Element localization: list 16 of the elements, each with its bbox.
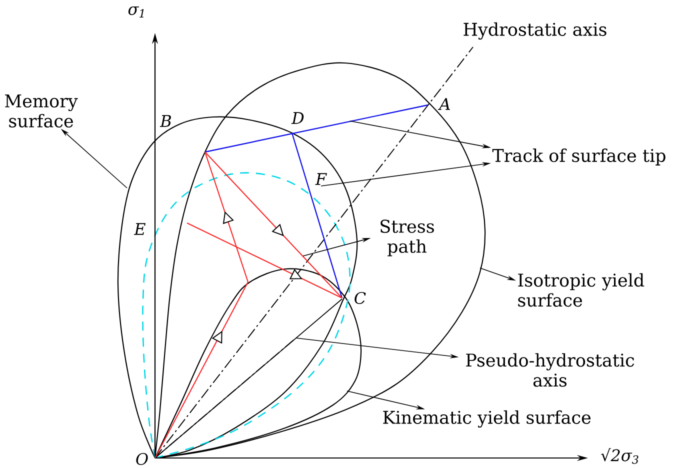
axis-label: Hydrostatic axis [464, 22, 606, 40]
callout-text: Stress path [380, 220, 434, 256]
point-label: D [291, 112, 304, 124]
point-label: F [315, 173, 327, 185]
point-label: C [354, 292, 366, 304]
point-label: E [134, 223, 146, 235]
point-label: O [136, 452, 148, 466]
callout-text: Pseudo-hydrostatic axis [466, 353, 634, 387]
callout-text: Track of surface tip [492, 148, 666, 166]
callout-text: Isotropic yield surface [518, 273, 644, 307]
point-label: B [160, 115, 171, 127]
axis-label: σ$_{1}$ [128, 6, 144, 18]
axis-label: √2σ$_{3}$ [601, 448, 638, 464]
callout-text: Memory surface [5, 94, 78, 128]
callout-text: Kinematic yield surface [383, 410, 591, 428]
point-label: A [438, 98, 450, 110]
